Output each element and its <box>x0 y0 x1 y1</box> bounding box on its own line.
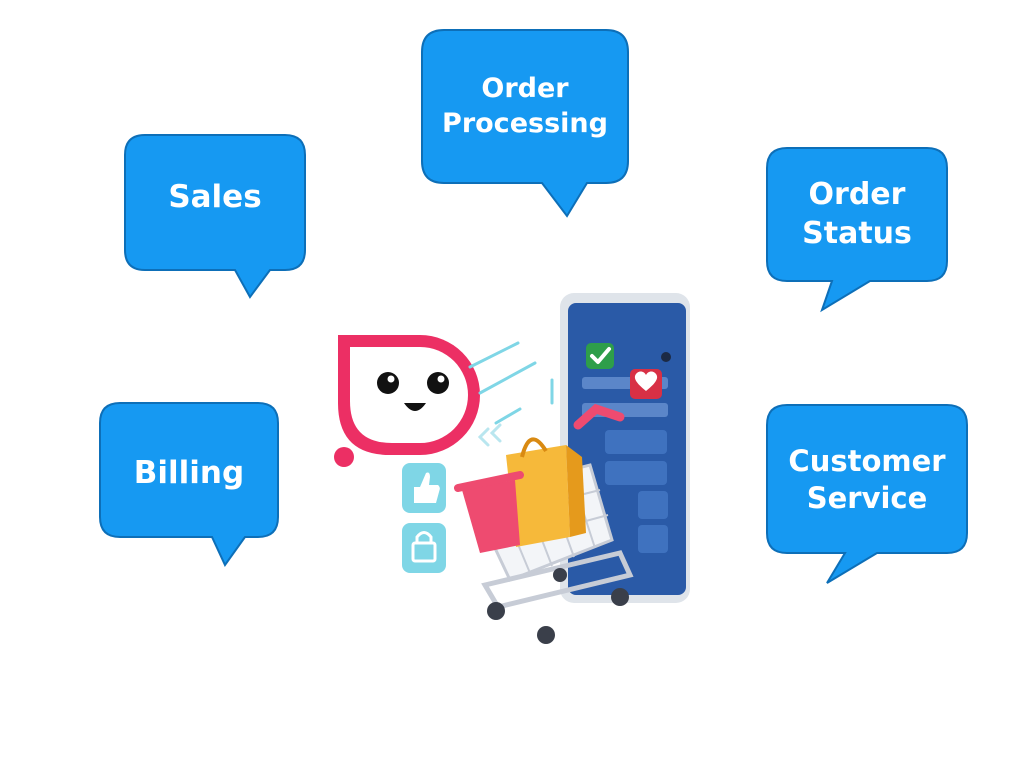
shopping-cart-icon <box>454 403 634 644</box>
billing-label: Billing <box>133 455 245 492</box>
order-processing-line1: Order <box>481 72 569 104</box>
mascot-logo-icon <box>334 335 480 467</box>
sales-label: Sales <box>168 178 262 215</box>
lock-icon <box>402 523 446 573</box>
order-status-line1: Order <box>808 177 906 213</box>
bubble-order-processing: Order Processing <box>421 29 629 218</box>
customer-service-line2: Service <box>806 481 928 515</box>
bubble-billing: Billing <box>99 402 279 567</box>
shopping-bag-icon <box>506 437 586 547</box>
bubble-customer-service: Customer Service <box>766 404 968 584</box>
customer-service-line1: Customer <box>788 443 946 478</box>
smartphone-icon <box>560 293 690 603</box>
bubble-sales: Sales <box>124 134 306 299</box>
order-status-line2: Status <box>802 215 912 251</box>
heart-icon <box>630 369 662 399</box>
shopping-illustration <box>320 285 700 665</box>
thumbs-up-icon <box>402 463 446 513</box>
bubble-order-status: Order Status <box>766 147 948 313</box>
check-icon <box>586 343 614 369</box>
order-processing-line2: Processing <box>442 107 608 139</box>
